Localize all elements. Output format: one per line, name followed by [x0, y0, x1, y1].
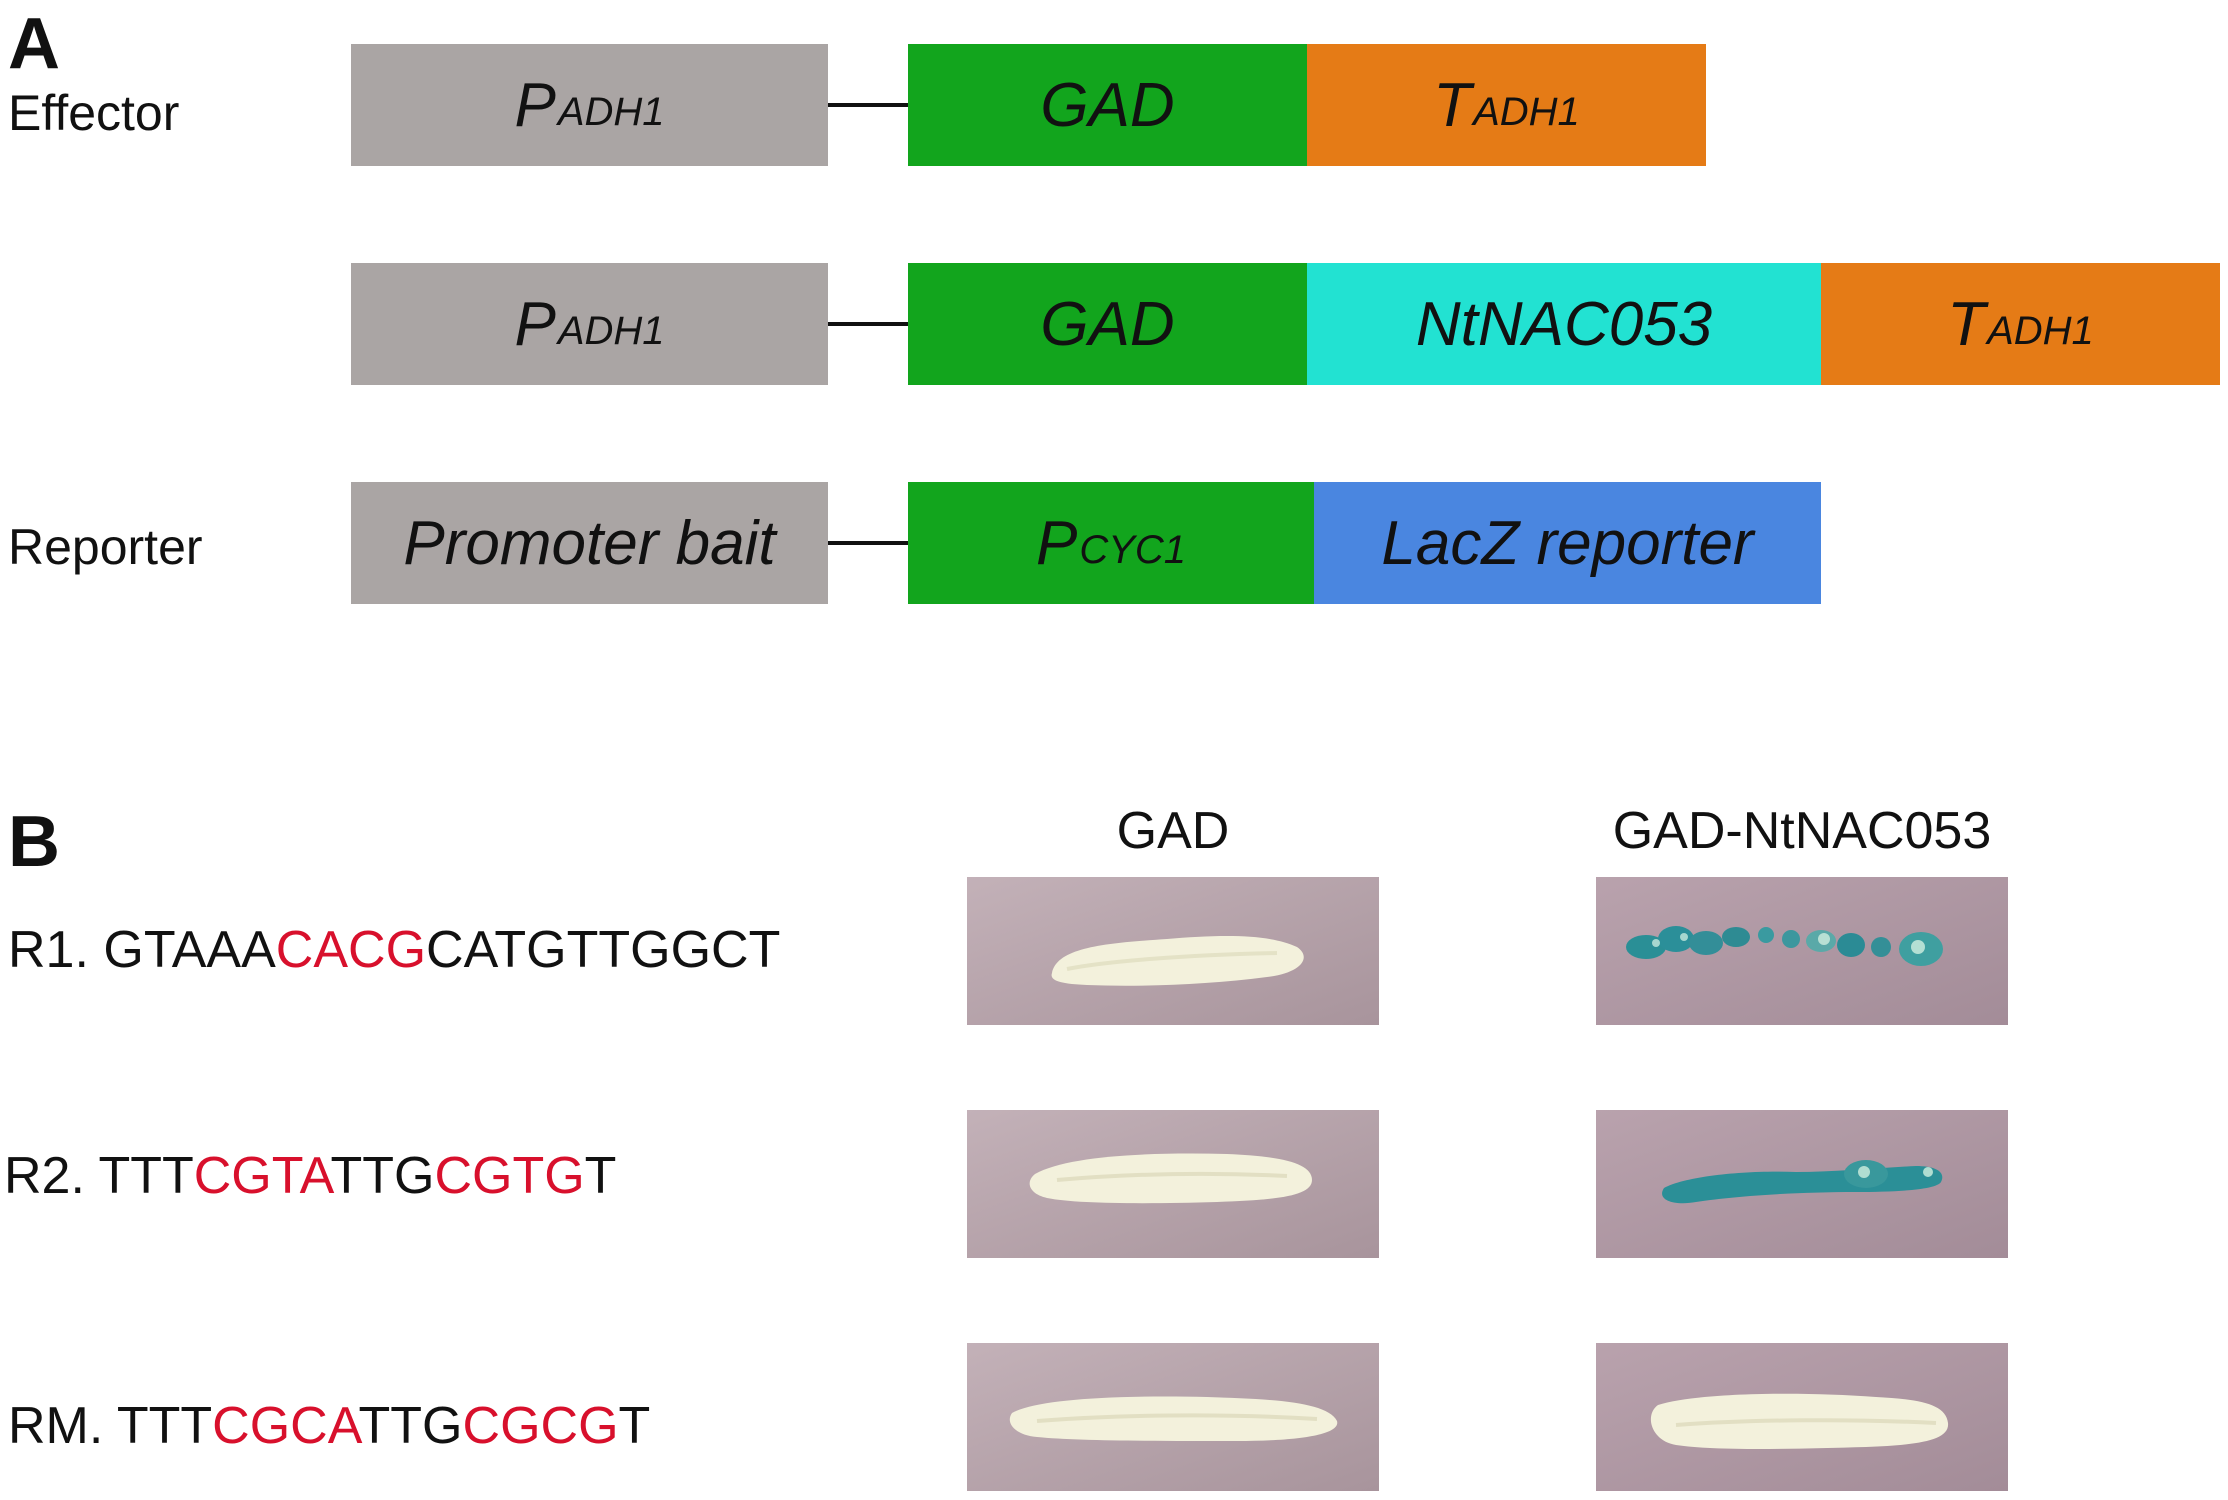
- column-header-gad-ntnac053: GAD-NtNAC053: [1612, 802, 1992, 860]
- gad-box: GAD: [908, 263, 1307, 385]
- plate-r2-gad-ntnac053: [1596, 1110, 2008, 1258]
- sequence-id: RM.: [8, 1397, 104, 1455]
- gad-label: GAD: [1040, 70, 1175, 140]
- sequence-row-r1: R1. GTAAACACGCATGTTGGCT: [8, 924, 780, 976]
- ntnac053-label: NtNAC053: [1415, 289, 1713, 359]
- promoter-bait-label: Promoter bait: [403, 508, 776, 578]
- sequence-row-rm: RM. TTTCGCATTGCGCGT: [8, 1400, 650, 1452]
- plate-r1-gad: [967, 877, 1379, 1025]
- promoter-bait-box: Promoter bait: [351, 482, 828, 604]
- sequence-id: R1.: [8, 921, 89, 979]
- sequence-text: TTTCGTATTGCGTGT: [98, 1147, 617, 1205]
- promoter-subscript: ADH1: [557, 308, 665, 353]
- promoter-subscript: ADH1: [557, 89, 665, 134]
- plate-rm-gad: [967, 1343, 1379, 1491]
- lacz-reporter-box: LacZ reporter: [1314, 482, 1821, 604]
- effector-label: Effector: [8, 85, 180, 141]
- terminator-subscript: ADH1: [1987, 308, 2094, 353]
- connector-line: [828, 103, 908, 107]
- gad-box: GAD: [908, 44, 1307, 166]
- column-header-gad: GAD: [1116, 802, 1230, 860]
- pcyc1-label: P: [1035, 508, 1078, 578]
- plate-r2-gad: [967, 1110, 1379, 1258]
- sequence-row-r2: R2. TTTCGTATTGCGTGT: [4, 1150, 616, 1202]
- panel-a-letter: A: [8, 4, 60, 84]
- terminator-label: T: [1947, 289, 1986, 359]
- plate-r1-gad-ntnac053: [1596, 877, 2008, 1025]
- promoter-label: P: [514, 70, 556, 140]
- sequence-id: R2.: [4, 1147, 85, 1205]
- connector-line: [828, 541, 908, 545]
- terminator-label: T: [1433, 70, 1472, 140]
- pcyc1-subscript: CYC1: [1079, 527, 1187, 572]
- reporter-label: Reporter: [8, 519, 203, 575]
- gad-label: GAD: [1040, 289, 1175, 359]
- plate-rm-gad-ntnac053: [1596, 1343, 2008, 1491]
- promoter-label: P: [514, 289, 556, 359]
- ntnac053-box: NtNAC053: [1307, 263, 1821, 385]
- sequence-text: TTTCGCATTGCGCGT: [116, 1397, 651, 1455]
- connector-line: [828, 322, 908, 326]
- terminator-subscript: ADH1: [1473, 89, 1580, 134]
- lacz-reporter-label: LacZ reporter: [1381, 508, 1754, 578]
- panel-b-letter: B: [8, 802, 60, 882]
- sequence-text: GTAAACACGCATGTTGGCT: [103, 921, 781, 979]
